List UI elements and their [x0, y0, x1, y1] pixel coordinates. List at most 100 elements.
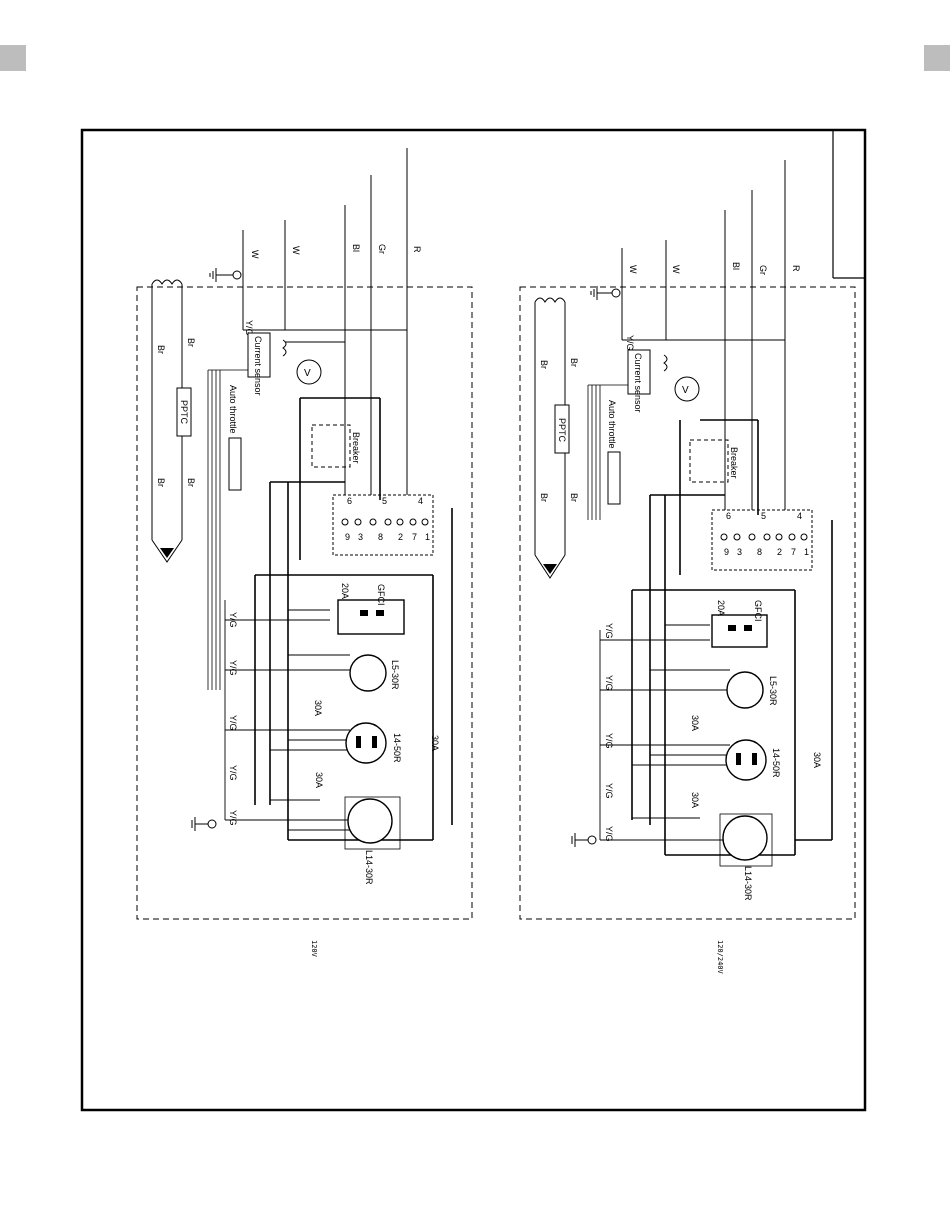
br-label-4-b: Br — [569, 493, 579, 502]
wire-label-gr: Gr — [377, 244, 387, 254]
coil-top — [151, 279, 183, 285]
diagram-120v-boundary — [136, 286, 473, 920]
yg-label-e-b: Y/G — [604, 826, 614, 842]
terminal-5-b: 5 — [761, 511, 766, 521]
l5-30r-breaker-label: 30A — [313, 700, 323, 716]
terminal-3-b: 3 — [737, 547, 742, 557]
yg-label-c-b: Y/G — [604, 733, 614, 749]
auto-throttle-label-b: Auto throttle — [607, 400, 617, 449]
breaker-label: Breaker — [351, 432, 361, 464]
feed-wires-120v — [242, 148, 408, 500]
current-sensor-box — [247, 332, 271, 378]
sensor-coil-b — [663, 354, 668, 372]
br-label-3: Br — [156, 478, 166, 487]
diagram-120v: W W Bl Gr R Y/G Br Br Br Br PPTC — [136, 148, 473, 958]
gfci-label: GFCI — [376, 584, 386, 606]
br-label-2: Br — [186, 338, 196, 347]
terminal-6-b: 6 — [726, 511, 731, 521]
yg-label-e: Y/G — [228, 810, 238, 826]
ground-symbol-bottom — [191, 817, 217, 831]
pptc-label-b: PPTC — [557, 418, 567, 443]
br-label-3-b: Br — [539, 493, 549, 502]
auto-throttle-box — [228, 437, 242, 491]
l5-30r-label-b: L5-30R — [768, 676, 778, 706]
l14-30r-receptacle-b — [722, 815, 768, 861]
yg-label-top-b: Y/G — [625, 335, 635, 351]
auto-throttle-box-b — [607, 451, 621, 505]
feed-wires-120-240v — [621, 160, 786, 510]
ground-symbol-bottom-b — [571, 833, 597, 847]
br-label-1: Br — [156, 345, 166, 354]
breaker-label-b: Breaker — [729, 447, 739, 479]
br-label-4: Br — [186, 478, 196, 487]
yg-label-c: Y/G — [228, 715, 238, 731]
terminal-6: 6 — [347, 496, 352, 506]
auto-throttle-label: Auto throttle — [228, 385, 238, 434]
sheet-frame — [80, 128, 867, 1112]
terminal-2-b: 2 — [777, 547, 782, 557]
gfci-label-b: GFCI — [753, 600, 763, 622]
terminal-block — [332, 494, 434, 556]
terminal-1: 1 — [425, 532, 430, 542]
pptc-box-b — [554, 404, 570, 454]
br-label-1-b: Br — [539, 360, 549, 369]
diagram-120-240v-boundary — [519, 286, 856, 920]
l5-30r-receptacle-b — [726, 671, 764, 709]
voltmeter-label-b: V — [682, 385, 689, 396]
wire-label-bl: Bl — [351, 244, 361, 252]
gfci-breaker-label-b: 20A — [716, 600, 726, 616]
l14-30r-label: L14-30R — [364, 850, 374, 885]
yg-label-top: Y/G — [244, 320, 254, 336]
l5-30r-breaker-label-b: 30A — [690, 715, 700, 731]
terminal-5: 5 — [382, 496, 387, 506]
terminal-2: 2 — [398, 532, 403, 542]
auto-throttle-leads-b — [587, 384, 628, 520]
terminal-3: 3 — [358, 532, 363, 542]
br-label-2-b: Br — [569, 358, 579, 367]
breaker-box-b — [689, 439, 729, 483]
internal-thin-wiring-120-240v — [599, 624, 730, 841]
gfci-receptacle-b — [711, 614, 768, 648]
coil-top-b — [534, 297, 566, 303]
r14-50r-receptacle — [345, 722, 387, 764]
r14-50r-breaker-label: 30A — [430, 735, 440, 751]
sensor-coil — [282, 339, 287, 357]
terminal-9: 9 — [345, 532, 350, 542]
wire-label-gr-b: Gr — [758, 265, 768, 275]
rectifier-symbol-b — [543, 564, 557, 574]
diagram-120-240v-caption: 120/240V — [716, 940, 724, 975]
ground-symbol-top — [209, 268, 242, 282]
terminal-1-b: 1 — [804, 547, 809, 557]
current-sensor-label: Current sensor — [253, 336, 263, 396]
corner-tab-right — [924, 45, 950, 71]
yg-label-d: Y/G — [228, 765, 238, 781]
yg-label-b: Y/G — [228, 660, 238, 676]
auto-throttle-leads — [207, 369, 248, 690]
r14-50r-breaker-label-b: 30A — [812, 752, 822, 768]
pptc-label: PPTC — [179, 400, 189, 425]
wire-label-bl-b: Bl — [731, 262, 741, 270]
wire-label-w1-b: W — [628, 265, 638, 274]
l14-30r-breaker-label-b: 30A — [690, 792, 700, 808]
l14-30r-label-b: L14-30R — [743, 866, 753, 901]
current-sensor-box-b — [627, 349, 651, 395]
terminal-9-b: 9 — [724, 547, 729, 557]
internal-thin-wiring-120v — [224, 600, 350, 831]
gfci-breaker-label: 20A — [340, 583, 350, 599]
terminal-block-b — [711, 509, 813, 571]
diagram-120v-caption: 120V — [310, 940, 318, 958]
voltmeter — [296, 359, 322, 385]
terminal-points — [341, 518, 429, 526]
yg-label-b-b: Y/G — [604, 675, 614, 691]
terminal-4: 4 — [418, 496, 423, 506]
gfci-receptacle — [337, 599, 405, 635]
r14-50r-receptacle-b — [725, 739, 767, 781]
rectifier-symbol — [160, 548, 174, 558]
wire-label-r-b: R — [791, 265, 801, 272]
terminal-7: 7 — [412, 532, 417, 542]
corner-tab-left — [0, 45, 26, 71]
terminal-8: 8 — [378, 532, 383, 542]
r14-50r-label-b: 14-50R — [771, 748, 781, 778]
diagram-120-240v: W W Bl Gr R Y/G Br Br Br Br PPTC Current… — [519, 160, 856, 975]
